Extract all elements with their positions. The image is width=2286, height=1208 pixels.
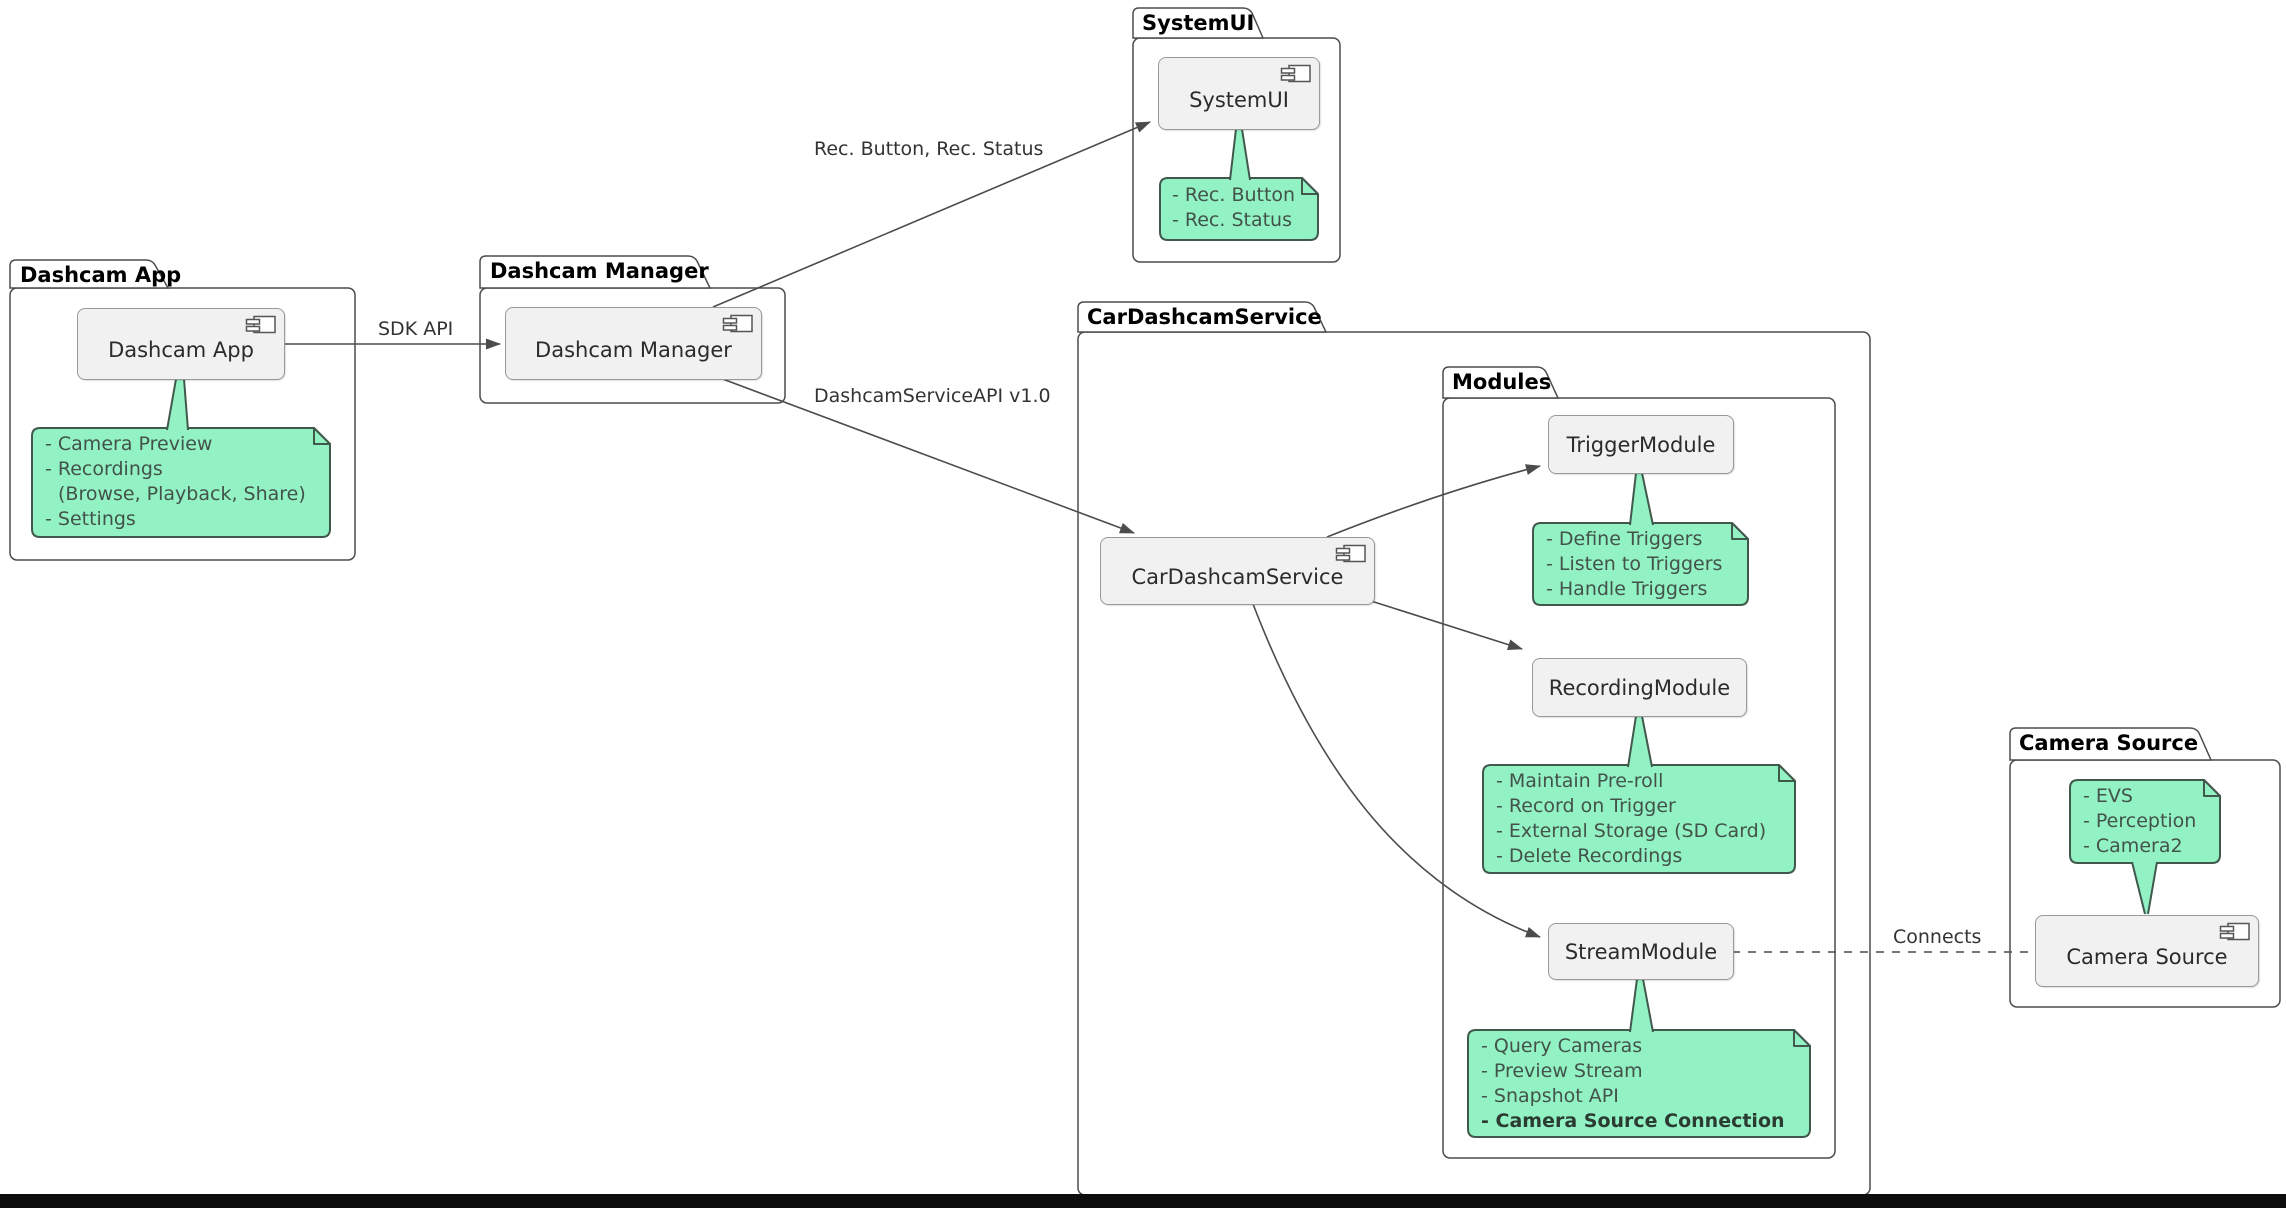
note-line: - Record on Trigger <box>1496 795 1676 817</box>
component-label: Dashcam Manager <box>535 337 732 362</box>
note-line: - Camera Source Connection <box>1481 1110 1785 1132</box>
note-fold-icon <box>1793 1029 1811 1047</box>
component-label: StreamModule <box>1564 939 1718 964</box>
note-line: - Preview Stream <box>1481 1060 1643 1082</box>
note-trigger-module: - Define Triggers - Listen to Triggers - H… <box>1546 527 1722 602</box>
note-fold-icon <box>313 427 331 445</box>
package-title-camera-source: Camera Source <box>2019 731 2199 755</box>
note-line: - Camera2 <box>2083 835 2183 857</box>
edge-label-service-api: DashcamServiceAPI v1.0 <box>814 385 1051 407</box>
note-camera-source: - EVS - Perception - Camera2 <box>2083 784 2196 859</box>
note-shape-systemui <box>1159 177 1319 241</box>
component-label: Camera Source <box>2066 945 2228 969</box>
package-title-car-dashcam-service: CarDashcamService <box>1087 305 1322 329</box>
note-systemui: - Rec. Button - Rec. Status <box>1172 183 1295 233</box>
note-line: - Define Triggers <box>1546 528 1703 550</box>
note-fold-icon <box>2203 779 2221 797</box>
component-systemui: SystemUI <box>1158 57 1320 130</box>
component-icon <box>1280 64 1312 92</box>
component-camera-source: Camera Source <box>2035 915 2259 987</box>
edge-to-recording-module <box>1370 600 1523 651</box>
component-label: RecordingModule <box>1548 675 1731 700</box>
note-line: - External Storage (SD Card) <box>1496 820 1767 842</box>
note-fold-icon <box>1731 522 1749 540</box>
note-fold-icon <box>1778 764 1796 782</box>
note-line: - Delete Recordings <box>1496 845 1683 867</box>
note-line: (Browse, Playback, Share) <box>58 483 306 505</box>
component-icon <box>245 315 277 343</box>
note-line: - Settings <box>45 508 136 530</box>
component-label: SystemUI <box>1189 87 1289 112</box>
component-trigger-module: TriggerModule <box>1548 415 1734 474</box>
component-icon <box>1335 544 1367 572</box>
edges <box>283 121 2033 953</box>
edge-rec-ui <box>712 121 1151 308</box>
package-title-dashcam-manager: Dashcam Manager <box>490 259 709 283</box>
note-line: - Recordings <box>45 458 163 480</box>
edge-label-sdk-api: SDK API <box>378 318 454 340</box>
note-line: - Maintain Pre-roll <box>1496 770 1664 792</box>
edge-label-rec-ui: Rec. Button, Rec. Status <box>814 138 1044 160</box>
note-line: - Query Cameras <box>1481 1035 1643 1057</box>
note-fold-icon <box>1301 177 1319 195</box>
edge-service-api <box>719 377 1135 534</box>
edge-to-trigger-module <box>1326 464 1541 538</box>
package-title-dashcam-app: Dashcam App <box>20 263 182 287</box>
edge-to-stream-module <box>1252 603 1541 938</box>
note-shape-recording-module <box>1482 764 1796 874</box>
component-label: TriggerModule <box>1566 432 1716 457</box>
edge-label-connects: Connects <box>1893 926 1982 948</box>
note-tails <box>166 128 2158 1033</box>
note-shape-stream-module <box>1467 1029 1811 1138</box>
component-recording-module: RecordingModule <box>1532 658 1747 717</box>
bottom-window-edge <box>0 1194 2286 1208</box>
component-icon <box>2219 922 2251 950</box>
note-stream-module: - Query Cameras - Preview Stream - Snapsho… <box>1481 1034 1785 1134</box>
note-shapes <box>31 177 2221 1138</box>
note-line: - Camera Preview <box>45 433 213 455</box>
component-icon <box>722 314 754 342</box>
component-stream-module: StreamModule <box>1548 923 1734 980</box>
note-line: - Rec. Status <box>1172 209 1293 231</box>
note-line: - Rec. Button <box>1172 184 1296 206</box>
component-label: CarDashcamService <box>1131 565 1344 589</box>
note-dashcam-app: - Camera Preview - Recordings (Browse, Pla… <box>45 432 306 532</box>
package-title-systemui: SystemUI <box>1142 11 1255 35</box>
component-label: Dashcam App <box>108 338 254 362</box>
note-shape-dashcam-app <box>31 427 331 538</box>
note-line: - EVS <box>2083 785 2133 807</box>
note-line: - Snapshot API <box>1481 1085 1619 1107</box>
component-car-dashcam-service: CarDashcamService <box>1100 537 1375 605</box>
note-line: - Perception <box>2083 810 2197 832</box>
component-dashcam-app: Dashcam App <box>77 308 285 380</box>
note-line: - Handle Triggers <box>1546 578 1708 600</box>
package-title-modules: Modules <box>1452 370 1552 394</box>
component-dashcam-manager: Dashcam Manager <box>505 307 762 380</box>
note-line: - Listen to Triggers <box>1546 553 1723 575</box>
note-recording-module: - Maintain Pre-roll - Record on Trigger - … <box>1496 769 1766 869</box>
note-shape-camera-source <box>2069 779 2221 864</box>
note-shape-trigger-module <box>1532 522 1749 606</box>
